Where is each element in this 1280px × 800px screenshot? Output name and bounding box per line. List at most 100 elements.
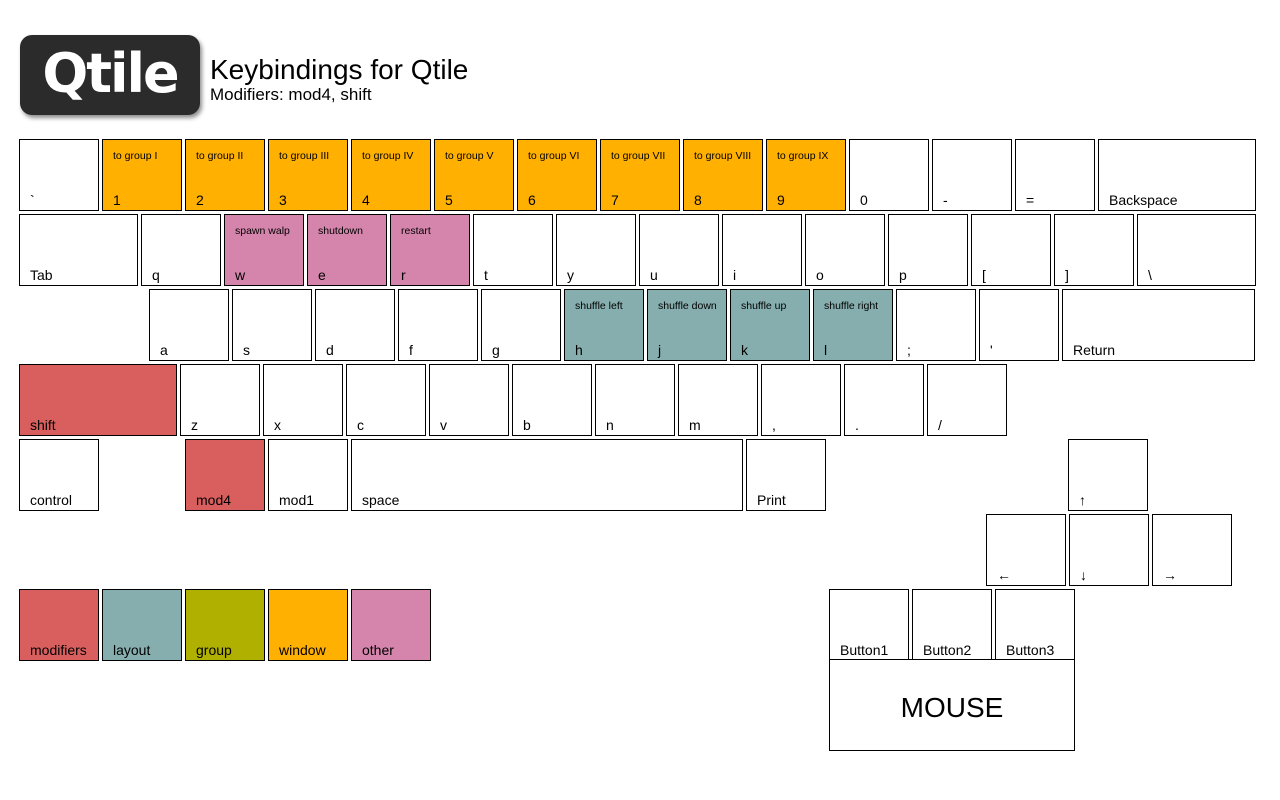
key-description: to group VII [611,150,666,162]
key-description: to group VI [528,150,580,162]
key-label: 4 [362,192,370,208]
key-p: p [888,214,968,286]
legend-modifiers: modifiers [19,589,99,661]
key-up-arrow: ↑ [1068,439,1148,511]
key-button1: Button1 [829,589,909,661]
key-button3: Button3 [995,589,1075,661]
key-label: Button1 [840,642,889,658]
key-label: . [855,417,859,433]
key-comma: , [761,364,841,436]
key-label: v [440,417,447,433]
key-a: a [149,289,229,361]
key-x: x [263,364,343,436]
key-label: mod1 [279,492,315,508]
key-label: y [567,267,574,283]
legend-group: group [185,589,265,661]
key-i: i [722,214,802,286]
key-label: d [326,342,334,358]
key-label: 0 [860,192,868,208]
key-label: 5 [445,192,453,208]
key-label: Backspace [1109,192,1178,208]
legend-other: other [351,589,431,661]
key-label: Button3 [1006,642,1055,658]
key-space: space [351,439,743,511]
qtile-logo: Qtile [20,35,200,115]
key-backspace: Backspace [1098,139,1256,211]
key-label: 9 [777,192,785,208]
key-description: shuffle down [658,300,717,312]
key-description: spawn walp [235,225,290,237]
key-description: to group IX [777,150,829,162]
key-mod1: mod1 [268,439,348,511]
key-8: to group VIII 8 [683,139,763,211]
key-description: to group I [113,150,158,162]
key-label: 7 [611,192,619,208]
key-backslash: \ [1137,214,1256,286]
key-b: b [512,364,592,436]
page-title: Keybindings for Qtile [210,54,469,85]
key-4: to group IV 4 [351,139,431,211]
key-y: y [556,214,636,286]
key-label: x [274,417,281,433]
key-left-arrow: ← [986,514,1066,586]
key-c: c [346,364,426,436]
logo-text: Qtile [42,41,179,105]
key-g: g [481,289,561,361]
key-label: s [243,342,250,358]
key-label: f [409,342,413,358]
page-subtitle: Modifiers: mod4, shift [210,85,372,104]
key-description: restart [401,225,431,237]
key-label: 8 [694,192,702,208]
mouse-label: MOUSE [900,692,1004,723]
mouse-box: MOUSE [829,659,1075,751]
key-m: m [678,364,758,436]
key-d: d [315,289,395,361]
key-label: layout [113,642,151,658]
key-slash: / [927,364,1007,436]
key-label: c [357,417,364,433]
key-tab: Tab [19,214,138,286]
key-v: v [429,364,509,436]
key-description: shuffle up [741,300,787,312]
key-description: to group IV [362,150,414,162]
key-label: n [606,417,614,433]
key-label: ` [30,192,35,208]
key-description: to group V [445,150,494,162]
key-description: shutdown [318,225,363,237]
key-label: shift [30,417,56,433]
key-label: 2 [196,192,204,208]
key-lbracket: [ [971,214,1051,286]
key-label: e [318,267,326,283]
key-label: modifiers [30,642,87,658]
key-description: shuffle left [575,300,623,312]
key-label: / [938,417,942,433]
key-description: to group VIII [694,150,752,162]
key-label: - [943,192,948,208]
key-return: Return [1062,289,1255,361]
legend-window: window [268,589,348,661]
key-label: other [362,642,394,658]
key-label: t [484,267,488,283]
key-right-arrow: → [1152,514,1232,586]
key-description: to group II [196,150,244,162]
key-label: ' [990,342,993,358]
key-label: → [1163,567,1177,583]
key-q: q [141,214,221,286]
key-label: group [196,642,232,658]
key-label: ] [1065,267,1069,283]
key-button2: Button2 [912,589,992,661]
key-mod4: mod4 [185,439,265,511]
key-label: z [191,417,198,433]
key-label: b [523,417,531,433]
key-label: a [160,342,168,358]
key-2: to group II 2 [185,139,265,211]
legend-layout: layout [102,589,182,661]
